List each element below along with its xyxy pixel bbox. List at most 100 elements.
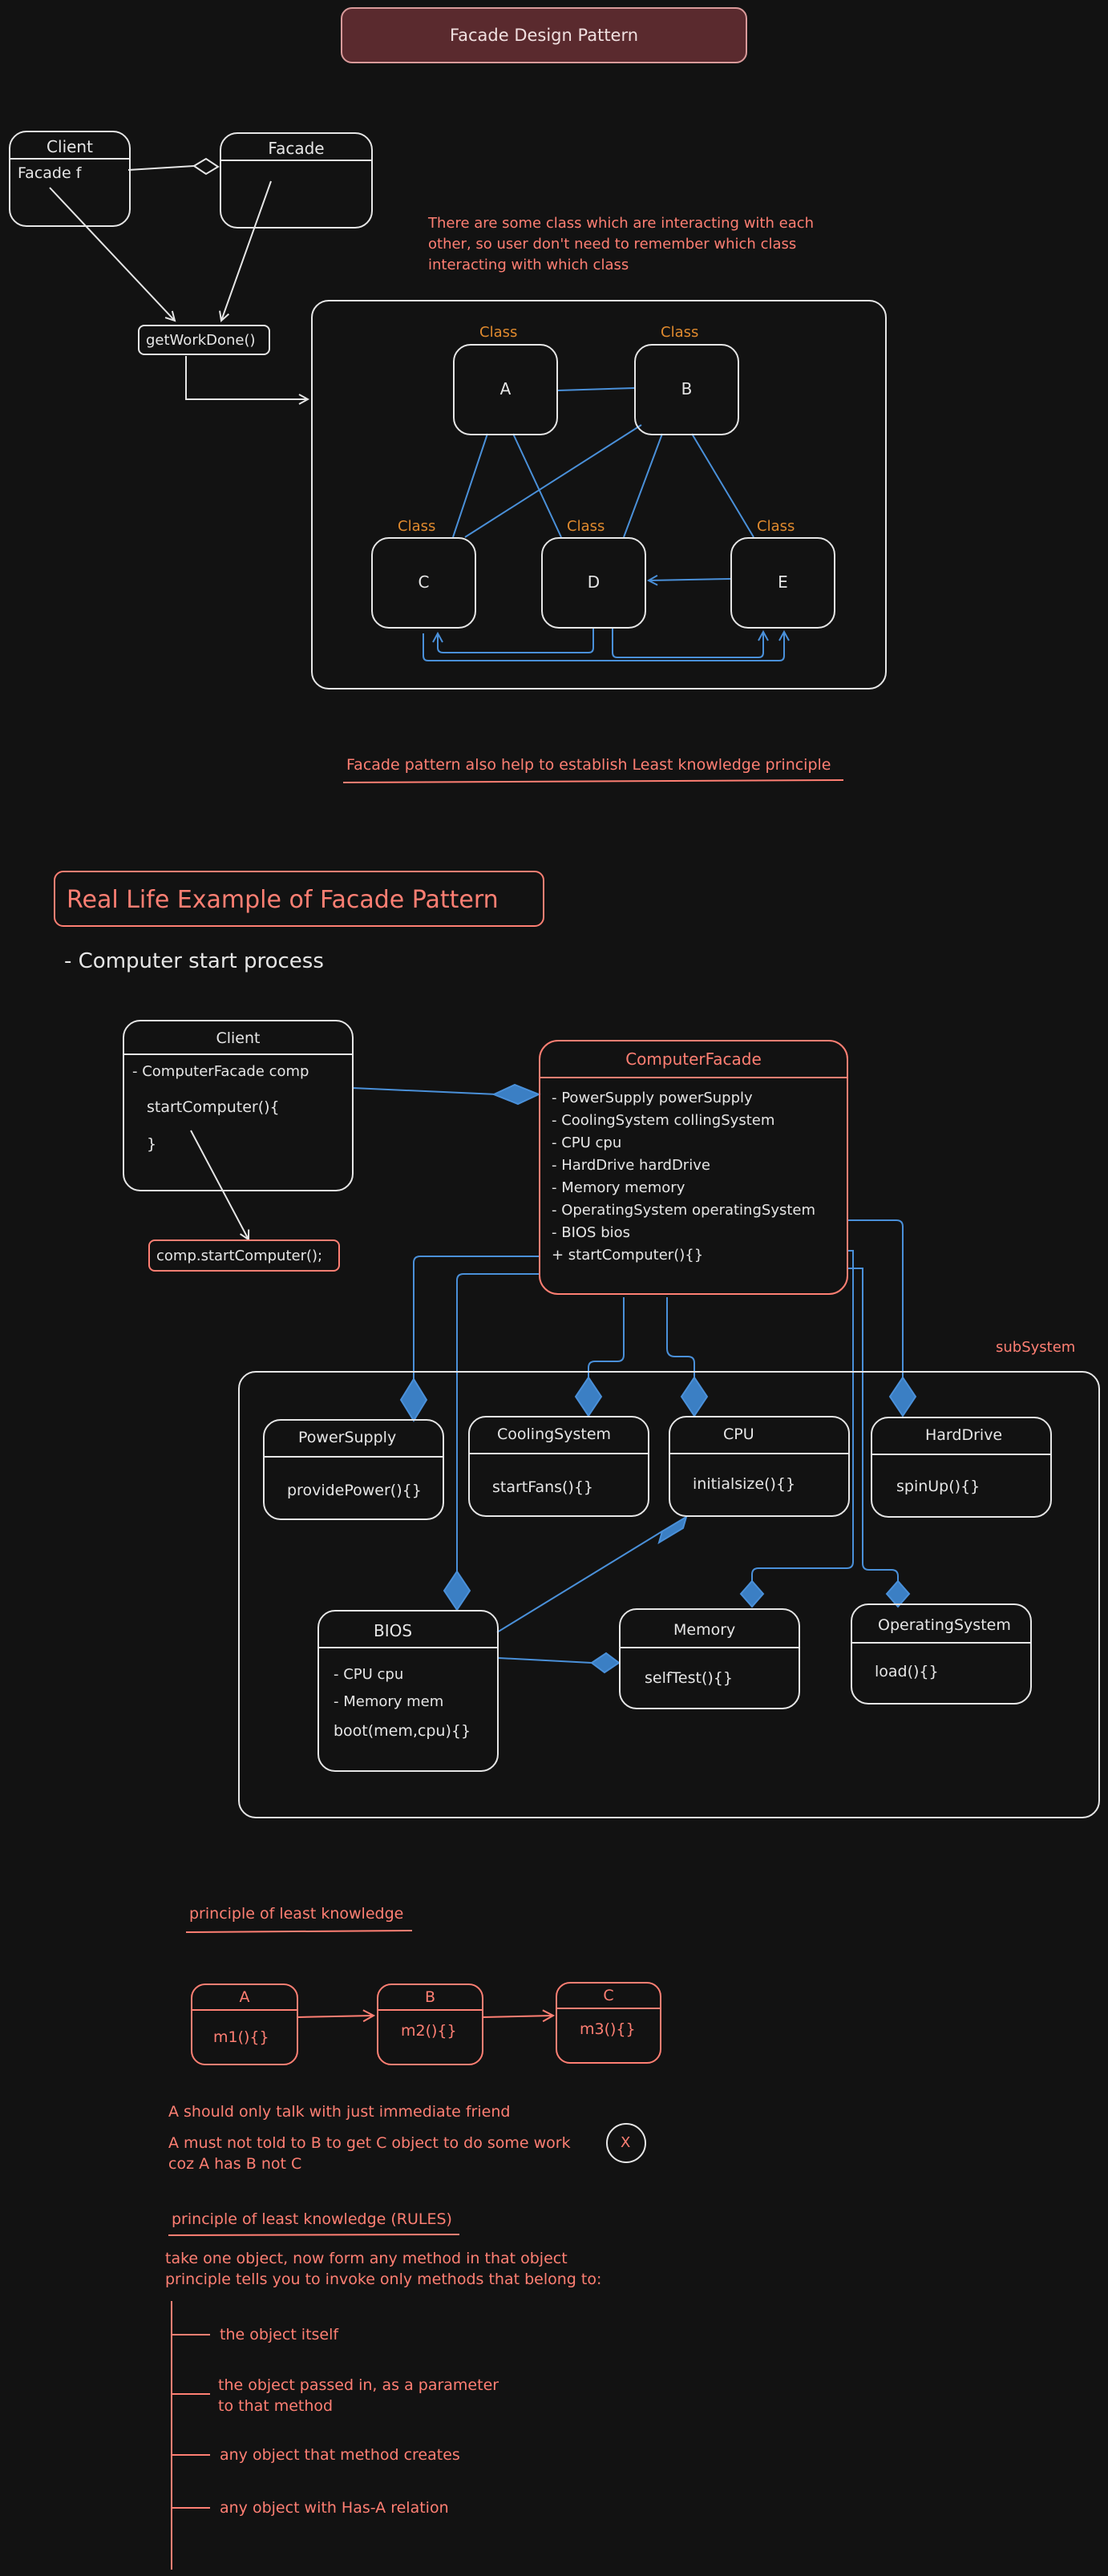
example-client-close: } [147, 1135, 157, 1153]
harddrive-name: HardDrive [925, 1426, 1003, 1444]
cross-circle [606, 2123, 646, 2163]
os-name: OperatingSystem [878, 1616, 1011, 1634]
powersupply-box: PowerSupply providePower(){} [263, 1419, 444, 1520]
principle-a-divider [192, 2009, 297, 2011]
computer-facade-divider [540, 1077, 847, 1078]
note-underline [342, 779, 844, 783]
method-to-subsystem-arrow [185, 356, 308, 399]
powersupply-divider [265, 1456, 443, 1458]
example-heading: Real Life Example of Facade Pattern [67, 886, 499, 914]
bios-name: BIOS [374, 1621, 413, 1640]
class-b-label: B [681, 379, 693, 398]
class-d-stereotype: Class [567, 518, 605, 535]
os-divider [852, 1642, 1030, 1644]
principle-c-divider [557, 2008, 660, 2009]
example-client-box: Client - ComputerFacade comp startComput… [123, 1020, 354, 1191]
page-title-text: Facade Design Pattern [449, 26, 639, 45]
harddrive-box: HardDrive spinUp(){} [871, 1417, 1052, 1518]
class-e-label: E [778, 572, 788, 592]
rule-item-continued: to that method [218, 2397, 334, 2415]
class-a: A [453, 344, 558, 435]
client-divider [10, 158, 129, 160]
rule-item: the object passed in, as a parameter [218, 2376, 499, 2394]
page-title: Facade Design Pattern [341, 7, 747, 63]
class-c-label: C [418, 572, 430, 592]
cooling-method: startFans(){} [492, 1478, 594, 1496]
facade-class-box: Facade [220, 132, 373, 228]
cpu-box: CPU initialsize(){} [669, 1416, 850, 1517]
example-client-method: startComputer(){ [147, 1098, 280, 1116]
client-facade-link [127, 165, 195, 171]
facade-aggregation-diamond [491, 1083, 541, 1106]
facade-member: - CPU cpu [552, 1134, 622, 1151]
rules-intro-2: principle tells you to invoke only metho… [165, 2271, 602, 2288]
powersupply-name: PowerSupply [298, 1429, 397, 1446]
powersupply-diamond [399, 1377, 428, 1422]
memory-name: Memory [673, 1621, 736, 1639]
facade-member: - Memory memory [552, 1179, 685, 1196]
example-heading-box: Real Life Example of Facade Pattern [54, 871, 544, 927]
class-e: E [730, 537, 835, 629]
cooling-divider [470, 1453, 648, 1454]
harddrive-diamond [888, 1376, 917, 1417]
method-box: getWorkDone() [138, 325, 270, 355]
computer-facade-box: ComputerFacade - PowerSupply powerSupply… [539, 1040, 848, 1295]
rules-heading: principle of least knowledge (RULES) [172, 2210, 452, 2228]
example-subheading: - Computer start process [64, 949, 324, 973]
class-b-stereotype: Class [661, 324, 699, 341]
example-client-name: Client [216, 1029, 261, 1047]
client-class-box: Client Facade f [9, 131, 131, 227]
class-d: D [541, 537, 646, 629]
least-knowledge-note: Facade pattern also help to establish Le… [346, 756, 831, 774]
class-c: C [371, 537, 476, 629]
class-e-stereotype: Class [757, 518, 795, 535]
subsystem-box [238, 1371, 1100, 1818]
rule-item: the object itself [220, 2326, 339, 2343]
computer-facade-name: ComputerFacade [625, 1049, 762, 1069]
principle-line-3: coz A has B not C [168, 2155, 302, 2173]
memory-method: selfTest(){} [645, 1669, 733, 1687]
class-a-stereotype: Class [479, 324, 518, 341]
rules-intro-1: take one object, now form any method in … [165, 2250, 568, 2267]
facade-member: - HardDrive hardDrive [552, 1157, 710, 1174]
os-diamond [885, 1579, 911, 1608]
os-method: load(){} [875, 1663, 939, 1680]
cpu-divider [670, 1453, 848, 1454]
cooling-box: CoolingSystem startFans(){} [468, 1416, 649, 1517]
subsystem-label: subSystem [996, 1339, 1076, 1356]
rule-item: any object that method creates [220, 2446, 460, 2464]
client-field: Facade f [18, 164, 82, 182]
client-class-name: Client [47, 137, 93, 156]
memory-diamond [739, 1579, 765, 1608]
class-d-label: D [587, 572, 601, 592]
bios-method: boot(mem,cpu){} [334, 1722, 471, 1740]
powersupply-method: providePower(){} [287, 1482, 422, 1499]
method-label: getWorkDone() [146, 332, 256, 349]
facade-member: - BIOS bios [552, 1224, 631, 1241]
note-line-2: other, so user don't need to remember wh… [428, 236, 797, 253]
bios-box: BIOS - CPU cpu - Memory mem boot(mem,cpu… [317, 1610, 499, 1772]
bios-divider [319, 1647, 497, 1648]
class-a-label: A [499, 379, 512, 398]
facade-member: - PowerSupply powerSupply [552, 1090, 753, 1106]
principle-heading: principle of least knowledge [189, 1905, 404, 1923]
os-box: OperatingSystem load(){} [851, 1603, 1032, 1705]
facade-class-name: Facade [268, 139, 325, 158]
cooling-name: CoolingSystem [497, 1425, 612, 1443]
memory-divider [621, 1647, 799, 1648]
example-call-box: comp.startComputer(); [148, 1239, 340, 1272]
subsystem-container [311, 300, 887, 689]
principle-line-1: A should only talk with just immediate f… [168, 2103, 511, 2121]
facade-member: - CoolingSystem collingSystem [552, 1112, 775, 1129]
class-c-stereotype: Class [398, 518, 436, 535]
principle-a-name: A [239, 1988, 250, 2006]
principle-b-divider [378, 2009, 482, 2011]
principle-box-a: A m1(){} [191, 1984, 298, 2065]
bios-member: - CPU cpu [334, 1666, 404, 1683]
cpu-method: initialsize(){} [693, 1475, 796, 1493]
harddrive-divider [872, 1454, 1050, 1455]
principle-b-method: m2(){} [401, 2022, 457, 2040]
client-to-method-arrow [49, 187, 175, 321]
example-call: comp.startComputer(); [156, 1248, 323, 1264]
